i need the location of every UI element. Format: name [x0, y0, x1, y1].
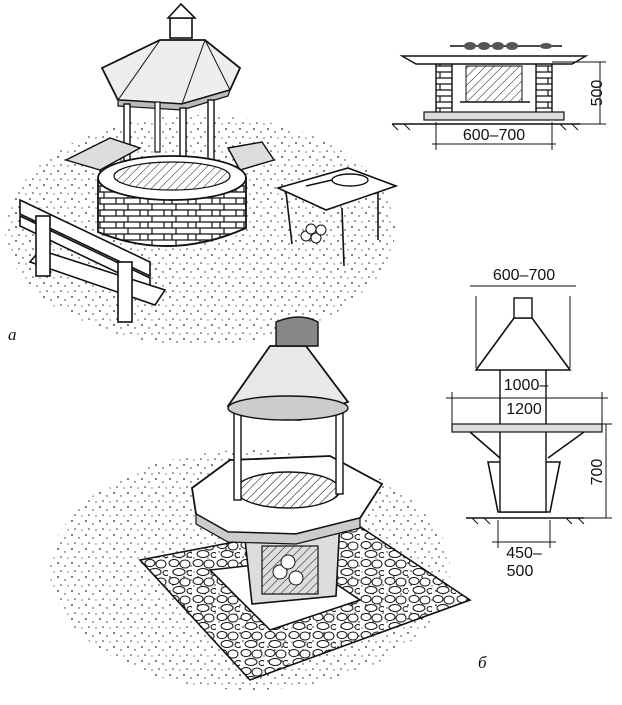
- gazebo-shelf-right: [226, 141, 276, 171]
- gazebo-scene: а: [5, 2, 399, 345]
- dim-top-width: 600–700: [463, 127, 525, 144]
- dim-top-height: 500: [589, 80, 606, 107]
- grill-section-top: 500 600–700: [391, 42, 606, 150]
- grill-base: [243, 519, 341, 605]
- grill-hood: [226, 316, 350, 501]
- brick-hearth: [97, 155, 247, 247]
- grill-section-bottom: 600–700 1000– 1200 700 450– 500: [446, 267, 612, 580]
- figure-label-b: б: [478, 653, 487, 672]
- firewood-logs: [300, 223, 327, 244]
- dim-bottom-height: 700: [589, 459, 606, 486]
- skewer-meat: [464, 42, 552, 50]
- round-grill-scene: б: [50, 316, 487, 690]
- gazebo-shelf-left: [64, 137, 142, 171]
- dim-bottom-base-1: 450–: [506, 545, 542, 562]
- bench: [19, 198, 167, 323]
- side-table: [275, 167, 399, 267]
- dim-bottom-mid-2: 1200: [506, 401, 542, 418]
- firewood-logs-b: [272, 554, 304, 586]
- dim-bottom-base-2: 500: [507, 563, 534, 580]
- gazebo-roof: [100, 2, 242, 111]
- dim-bottom-mid-1: 1000–: [504, 377, 549, 394]
- figure-label-a: а: [8, 325, 17, 344]
- dim-bottom-top-width: 600–700: [493, 267, 555, 284]
